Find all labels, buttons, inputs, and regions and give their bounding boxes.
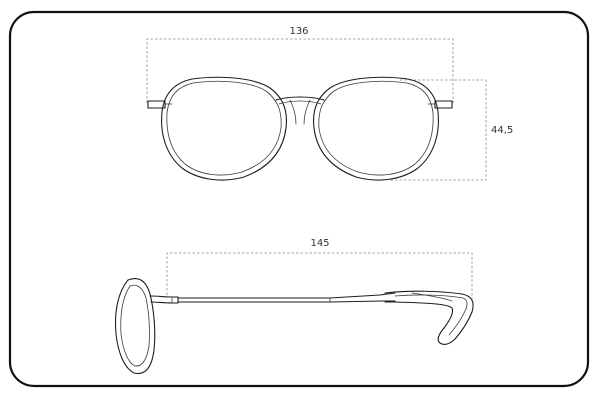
diagram-border: [8, 10, 590, 388]
front-width-dimension: 136: [146, 26, 454, 103]
lens-height-label: 44,5: [491, 125, 513, 136]
right-lens-rim: [312, 76, 439, 181]
temple-length-label: 145: [310, 238, 329, 249]
lens-height-dimension: 44,5: [390, 79, 513, 181]
right-end-piece: [427, 100, 453, 109]
left-end-piece: [147, 100, 173, 109]
temple-tip: [384, 290, 474, 345]
left-lens-rim: [161, 76, 288, 181]
side-lens: [114, 277, 156, 375]
front-width-label: 136: [289, 26, 308, 37]
temple-arm: [177, 292, 396, 303]
temple-length-dimension: 145: [166, 238, 473, 300]
bridge: [275, 96, 325, 125]
side-hinge: [149, 295, 179, 304]
side-view: 145: [114, 238, 474, 375]
front-view: 136 44,5: [146, 26, 513, 181]
